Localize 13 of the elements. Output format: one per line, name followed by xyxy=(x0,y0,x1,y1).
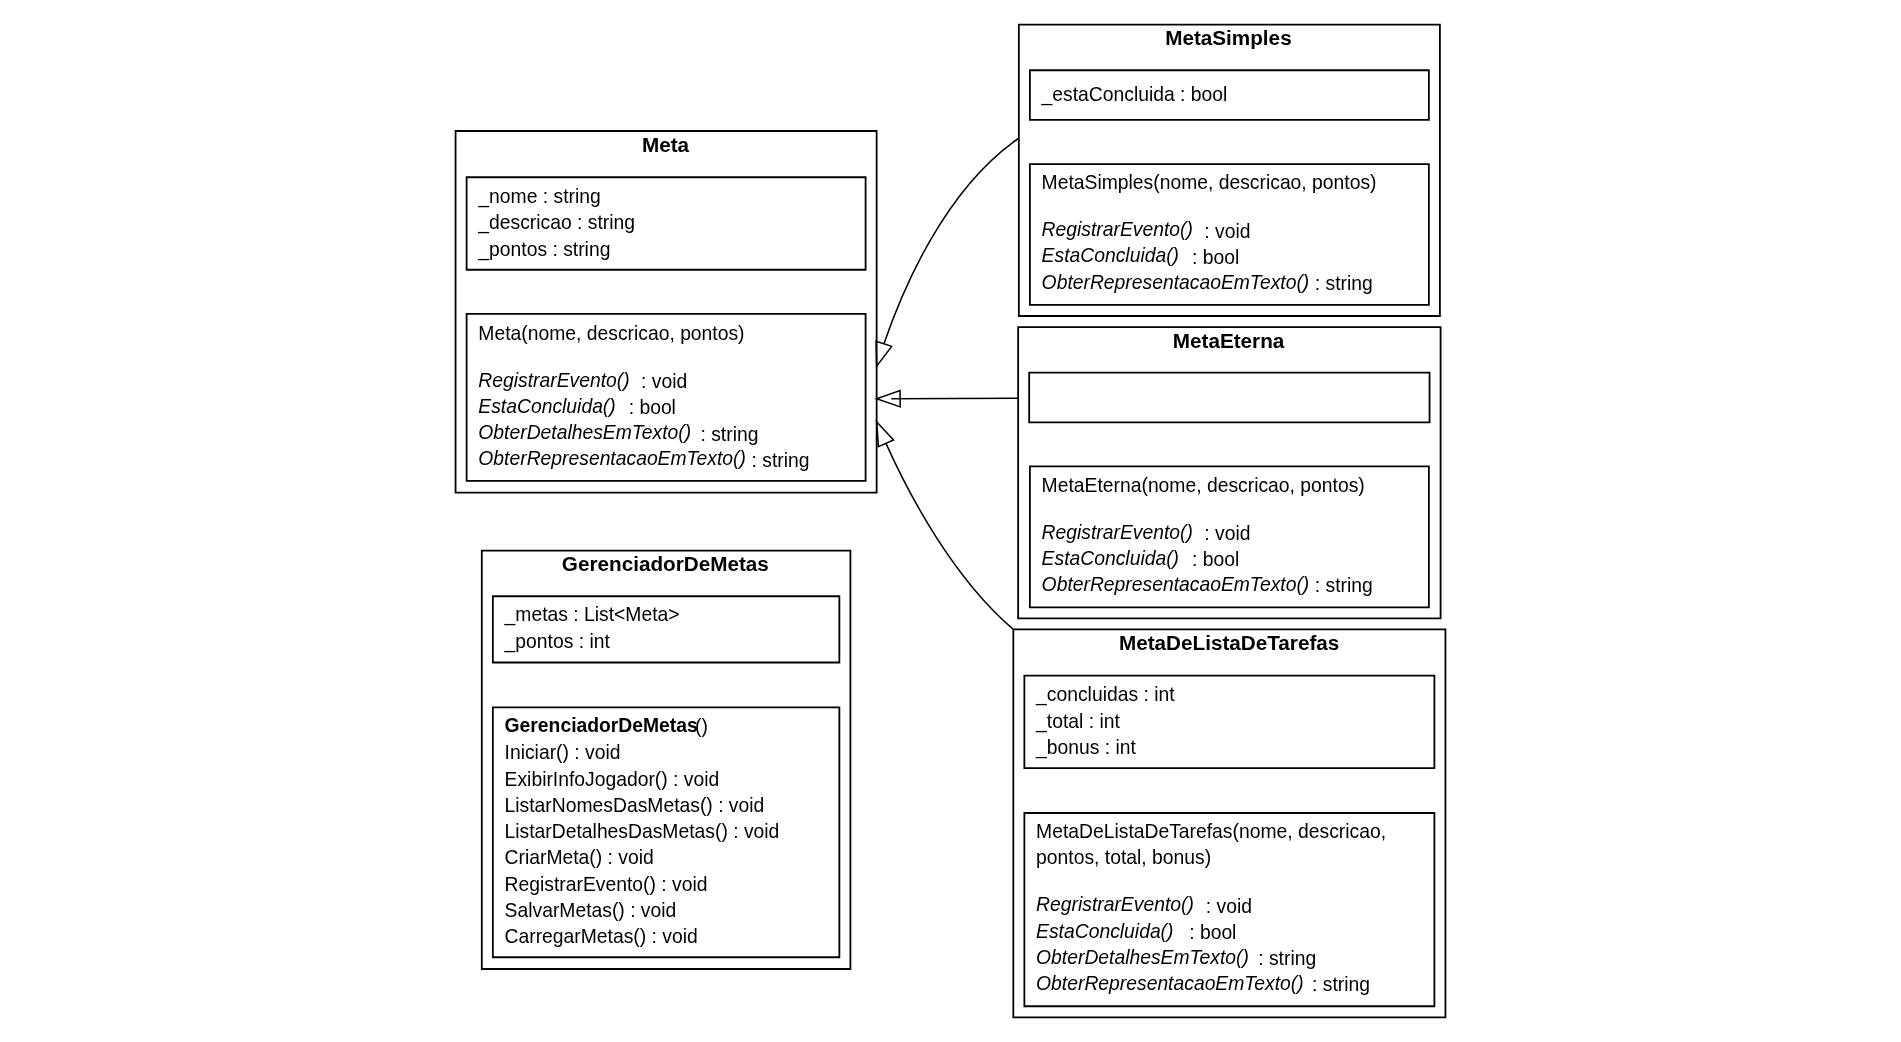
node-box: MetaSimples(nome, descricao, pontos) RegistrarEvento() : void EstaConcluida() : bool ObterRepresentacaoEmTexto() : string xyxy=(1029,163,1430,306)
node-box: _nome : string _descricao : string _pontos : string xyxy=(465,176,867,271)
arrow xyxy=(874,389,1019,408)
node-box: Meta(nome, descricao, pontos) RegistrarEvento() : void EstaConcluida() : bool ObterDetalhesEmTexto() : string ObterRepresentacaoEmTexto() : string xyxy=(465,313,867,482)
arrow xyxy=(875,137,1020,369)
node-box: MetaDeListaDeTarefas(nome, descricao, pontos, total, bonus) RegristrarEvento() : void EstaConcluida() : bool ObterDetalhesEmTexto() : string ObterRepresentacaoEmTexto() : string xyxy=(1023,812,1436,1008)
node-box: _metas : List<Meta> _pontos : int xyxy=(491,595,841,664)
node-box: MetaEterna(nome, descricao, pontos) RegistrarEvento() : void EstaConcluida() : bool ObterRepresentacaoEmTexto() : string xyxy=(1029,465,1430,609)
node-box: _concluidas : int _total : int _bonus : int xyxy=(1023,674,1436,769)
node-box xyxy=(1028,371,1431,424)
node-box: GerenciadorDeMetas() Iniciar() : void ExibirInfoJogador() : void ListarNomesDasMetas() : void ListarDetalhesDasMetas() : void CriarMeta() : void RegistrarEvento() : void SalvarMetas() : void CarregarMetas() : void xyxy=(491,706,841,959)
arrow xyxy=(875,419,1015,631)
node-box: _estaConcluida : bool xyxy=(1029,69,1430,121)
